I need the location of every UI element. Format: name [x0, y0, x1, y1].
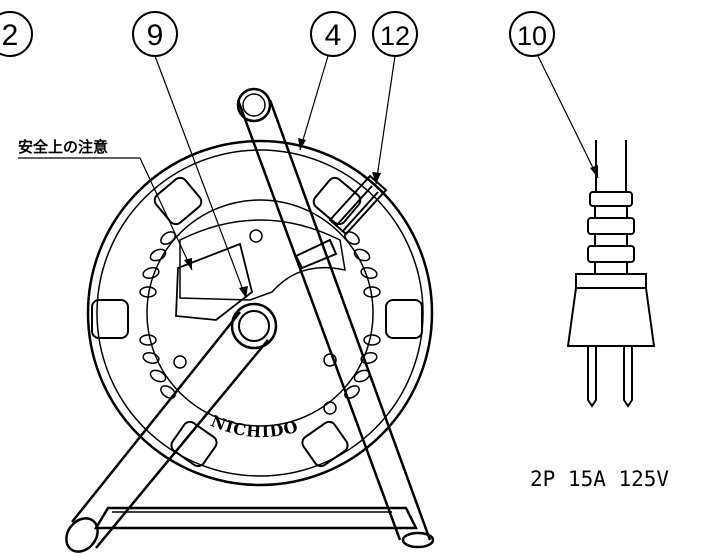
caution-label-plate	[175, 242, 254, 321]
leader-arrow-4	[298, 138, 306, 150]
leader-line-12	[375, 55, 396, 185]
handle-top	[236, 87, 272, 123]
callout-12: 12	[372, 11, 418, 57]
callout-9-label: 9	[147, 19, 164, 52]
callout-10: 10	[509, 11, 555, 57]
hub-contour	[179, 219, 346, 301]
callout-10-label: 10	[517, 21, 547, 51]
leader-line-10	[537, 55, 599, 179]
plug-spec-label: 2P 15A 125V	[530, 467, 669, 491]
center-hub-inner	[238, 310, 270, 342]
leader-line-9	[154, 55, 247, 299]
flange-pad	[312, 176, 362, 226]
flange-pad	[153, 176, 203, 226]
stand-left-bar	[65, 311, 269, 553]
reel-outer-ring	[86, 139, 434, 487]
flange-pads	[91, 176, 423, 468]
leader-arrow-9	[239, 286, 248, 298]
flange-pad	[91, 299, 129, 339]
callout-4-label: 4	[325, 19, 342, 52]
stand-right-bar	[236, 87, 435, 549]
cord-clamp	[294, 174, 388, 270]
brand-label: NICHIDO	[208, 411, 300, 441]
callout-12-label: 12	[380, 21, 410, 51]
flange-pad	[385, 299, 423, 339]
flange-pad	[301, 420, 349, 468]
callout-9: 9	[132, 11, 178, 57]
stand-base	[93, 506, 419, 530]
power-plug	[566, 140, 656, 408]
reel-hub-ring	[146, 199, 374, 427]
leader-line-caution	[139, 157, 193, 271]
callout-4: 4	[310, 11, 356, 57]
screw-holes	[173, 229, 337, 415]
safety-caution-label: 安全上の注意	[18, 138, 108, 156]
plug-prong-right	[623, 346, 633, 408]
callout-2: 2	[0, 11, 33, 57]
hub-slots	[139, 231, 381, 399]
leader-arrow-12	[372, 172, 381, 184]
leader-line-4	[299, 55, 329, 151]
plug-prong-left	[587, 346, 597, 408]
callout-2-label: 2	[2, 19, 19, 52]
plug-body	[566, 273, 656, 347]
cord-reel: NICHIDO	[65, 87, 435, 553]
center-hub-outer	[230, 302, 278, 350]
flange-pad	[170, 420, 218, 468]
